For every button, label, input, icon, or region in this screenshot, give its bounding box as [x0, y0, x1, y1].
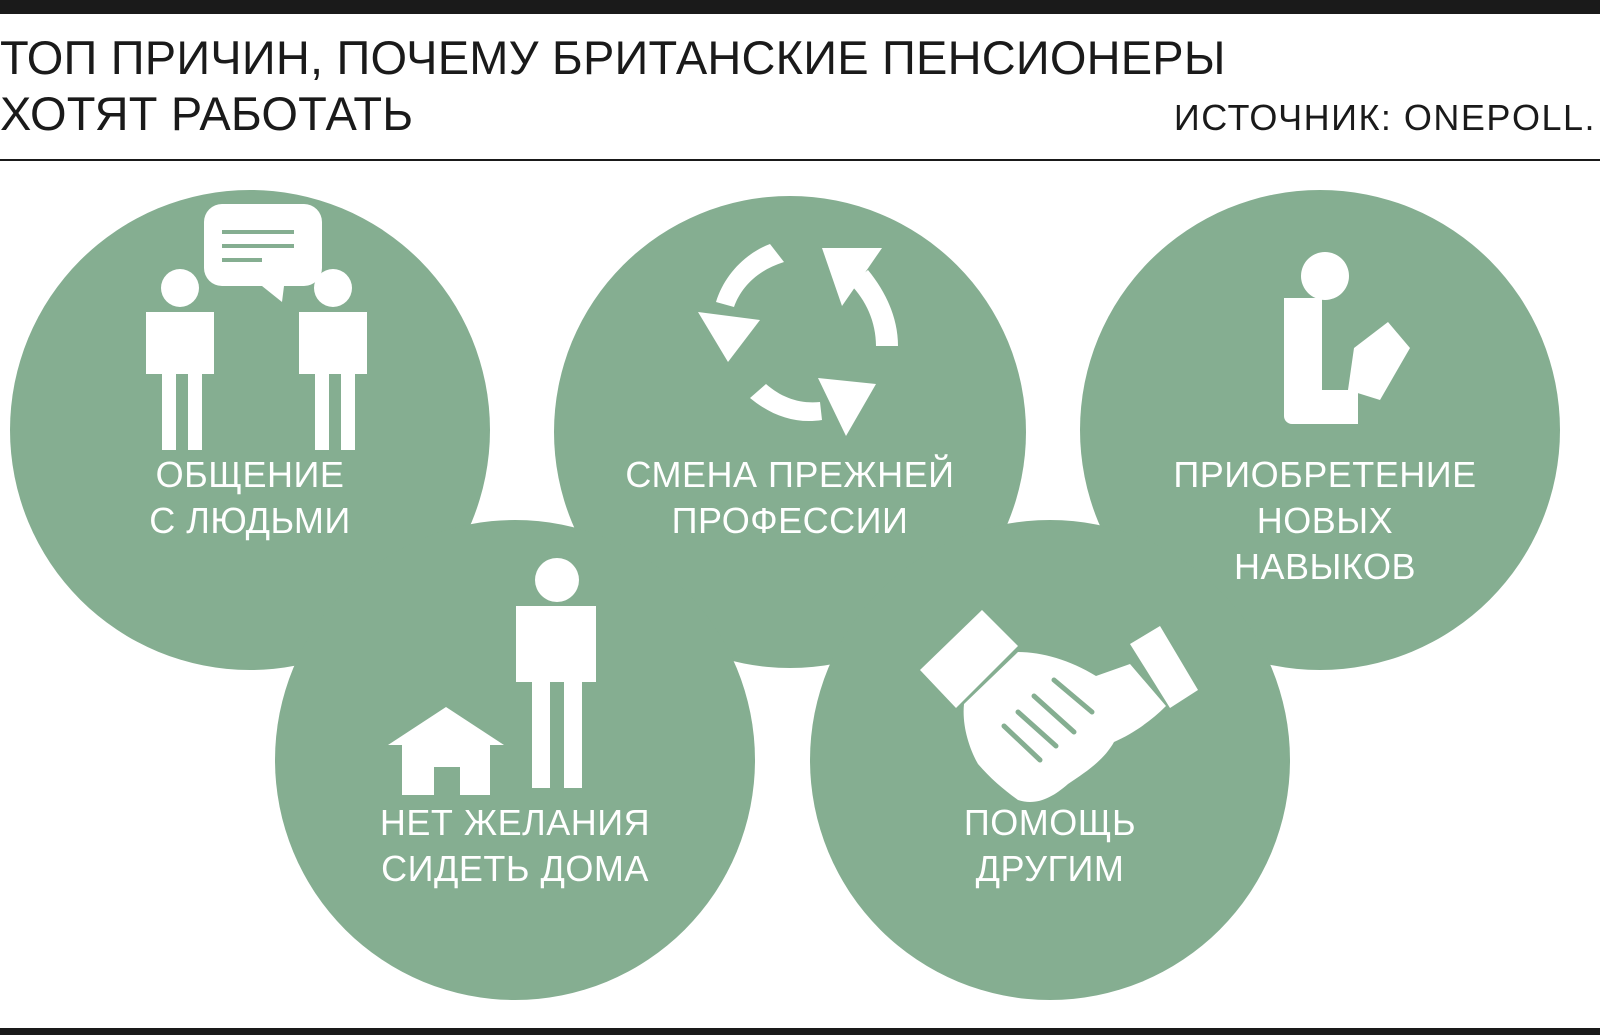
recycle-arrows-icon [698, 244, 898, 436]
page-title: ТОП ПРИЧИН, ПОЧЕМУ БРИТАНСКИЕ ПЕНСИОНЕРЫ… [0, 30, 1300, 142]
circle-career-change [554, 196, 1026, 668]
person-reading-icon [1284, 252, 1410, 424]
label-career-change: СМЕНА ПРЕЖНЕЙ ПРОФЕССИИ [600, 452, 980, 544]
circle-not-staying-home [275, 520, 755, 1000]
label-helping-others: ПОМОЩЬ ДРУГИМ [920, 800, 1180, 892]
two-people-talking-icon [146, 204, 367, 450]
header-divider [0, 159, 1600, 161]
source-caption: ИСТОЧНИК: ONEPOLL. [1173, 97, 1596, 138]
label-not-staying-home-line-1: НЕТ ЖЕЛАНИЯ [379, 802, 651, 843]
label-new-skills-line-3: НАВЫКОВ [1234, 546, 1416, 587]
label-new-skills-line-2: НОВЫХ [1256, 500, 1394, 541]
label-helping-others-line-1: ПОМОЩЬ [963, 802, 1137, 843]
label-not-staying-home-line-2: СИДЕТЬ ДОМА [381, 848, 649, 889]
top-rule [0, 0, 1600, 14]
title-line-1: ТОП ПРИЧИН, ПОЧЕМУ БРИТАНСКИЕ ПЕНСИОНЕРЫ [0, 31, 1226, 84]
person-house-icon [388, 558, 596, 795]
speech-bubble-lines [222, 230, 294, 262]
label-socializing-line-1: ОБЩЕНИЕ [155, 454, 345, 495]
label-socializing-line-2: С ЛЮДЬМИ [149, 500, 351, 541]
label-career-change-line-1: СМЕНА ПРЕЖНЕЙ [625, 454, 955, 495]
label-helping-others-line-2: ДРУГИМ [975, 848, 1125, 889]
bottom-rule [0, 1028, 1600, 1035]
label-not-staying-home: НЕТ ЖЕЛАНИЯ СИДЕТЬ ДОМА [360, 800, 670, 892]
circle-socializing [10, 190, 490, 670]
label-socializing: ОБЩЕНИЕ С ЛЮДЬМИ [100, 452, 400, 544]
title-line-2: ХОТЯТ РАБОТАТЬ [0, 87, 414, 140]
label-new-skills: ПРИОБРЕТЕНИЕ НОВЫХ НАВЫКОВ [1170, 452, 1480, 590]
handshake-finger-lines [1001, 677, 1095, 763]
circle-new-skills [1080, 190, 1560, 670]
label-new-skills-line-1: ПРИОБРЕТЕНИЕ [1173, 454, 1477, 495]
label-career-change-line-2: ПРОФЕССИИ [671, 500, 909, 541]
